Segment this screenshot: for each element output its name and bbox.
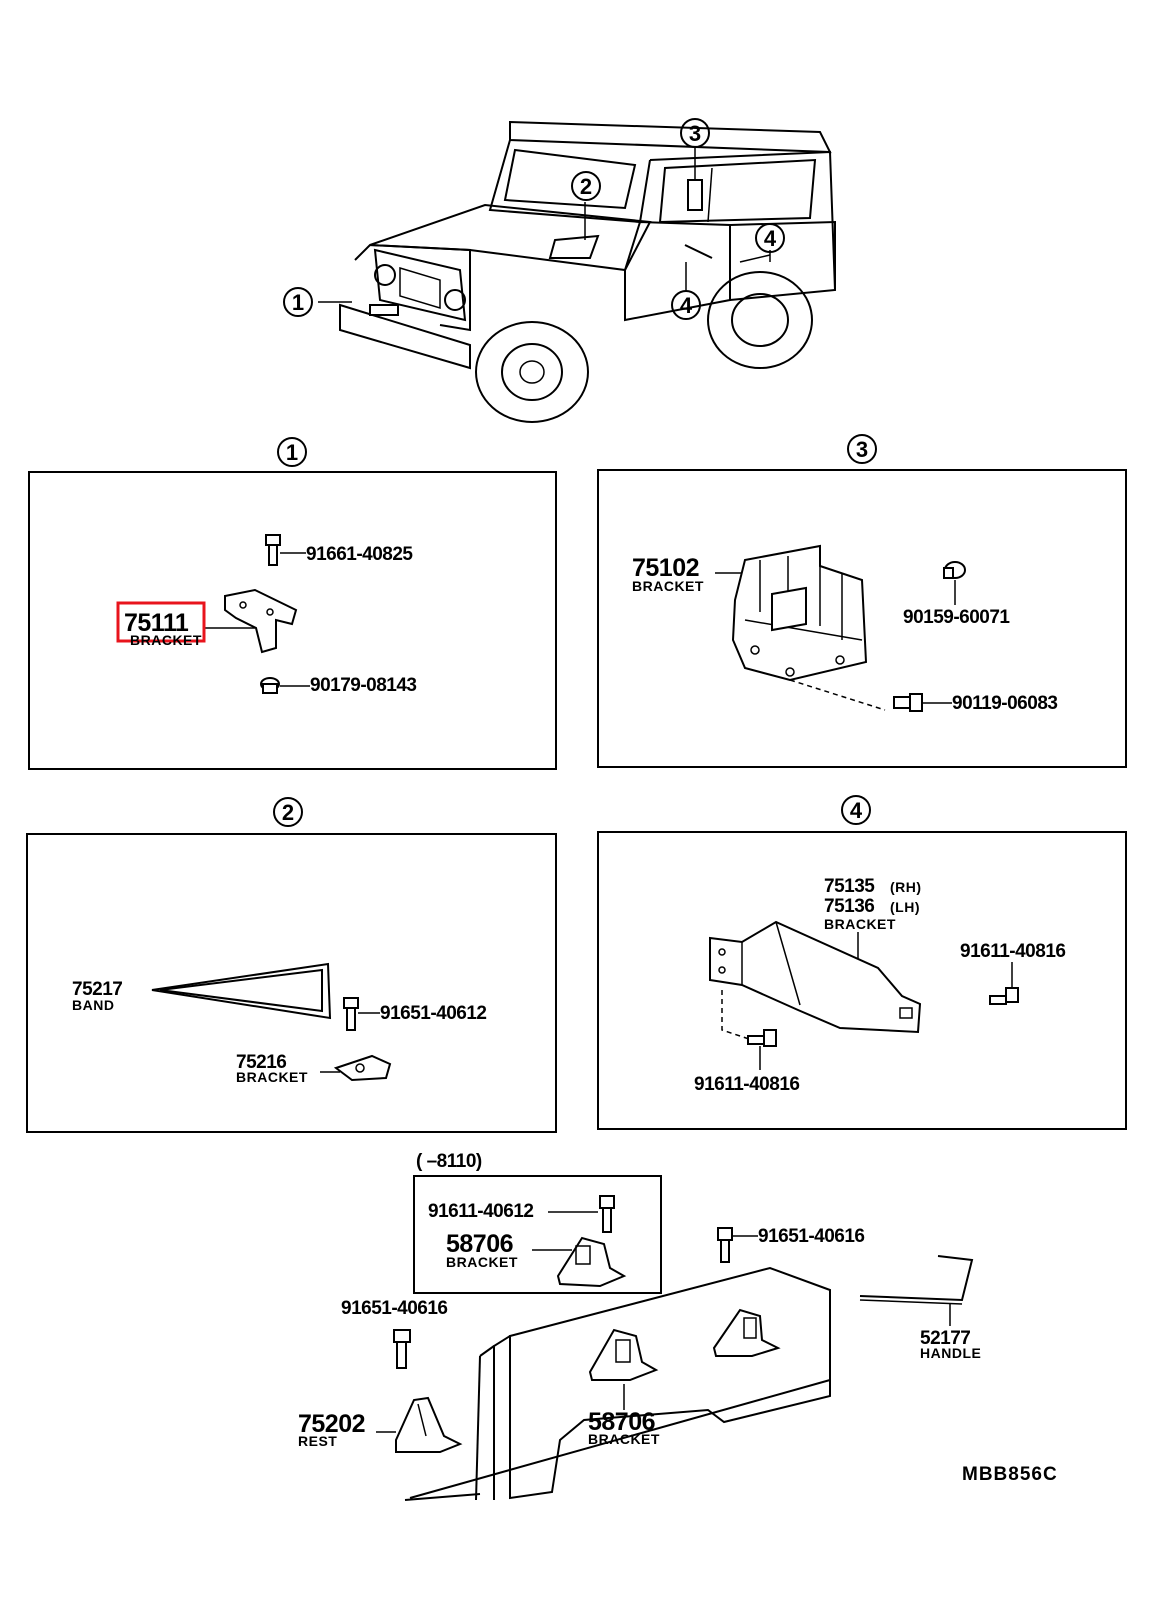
bolt-icon [989, 987, 1019, 1005]
rest-label: REST [298, 1433, 337, 1449]
bracket-part: 58706 [588, 1408, 655, 1436]
handle-part: 52177 [920, 1328, 970, 1349]
panel-4-bolt-part-bottom: 91611-40816 [694, 1074, 799, 1095]
panel-4: 4 75135 (RH) 75136 (LH) BRACKET 91611-40… [597, 795, 1127, 1130]
inset-bracket-label: BRACKET [446, 1254, 518, 1270]
bracket-assembly-icon [731, 544, 868, 682]
panel-1-bolt-part: 91661-40825 [306, 544, 413, 565]
panel-3: 3 75102 BRACKET 90159-60071 90119-06083 [597, 434, 1127, 768]
vehicle-callout-3-label: 3 [689, 121, 701, 146]
inset-bracket-part: 58706 [446, 1230, 513, 1258]
panel-4-rh-label: (RH) [890, 879, 922, 895]
panel-4-bracket-part-lh: 75136 [824, 896, 874, 917]
bolt-icon [393, 1329, 411, 1369]
nut-icon [943, 561, 966, 579]
panel-1-bracket-label: BRACKET [130, 632, 202, 648]
panel-4-frame [597, 831, 1127, 1130]
inset-frame [413, 1175, 662, 1294]
panel-4-lh-label: (LH) [890, 899, 920, 915]
vehicle-callout-4-door [671, 290, 701, 320]
panel-3-bracket-part: 75102 [632, 554, 699, 582]
panel-1: 1 91661-40825 75111 BRACKET 90179-08143 [28, 437, 557, 770]
bolt-icon [893, 693, 923, 712]
vehicle-illustration: 1 2 3 4 4 [283, 118, 837, 423]
bracket-icon [333, 1054, 392, 1082]
bracket-icon [556, 1236, 627, 1288]
tailgate-icon [404, 1266, 831, 1501]
panel-4-bracket-label: BRACKET [824, 916, 896, 932]
bracket-icon [224, 588, 298, 654]
panel-4-bracket-part-rh: 75135 [824, 876, 875, 897]
highlight-box [116, 601, 206, 643]
bolt-icon [747, 1029, 777, 1047]
bolt-part-left: 91651-40616 [341, 1298, 448, 1319]
panel-3-callout-label: 3 [856, 437, 868, 462]
panel-1-frame [28, 471, 557, 770]
nut-icon [260, 677, 280, 694]
panel-4-bolt-part-right: 91611-40816 [960, 941, 1065, 962]
panel-2-callout-label: 2 [282, 800, 294, 825]
panel-2-band-label: BAND [72, 997, 114, 1013]
vehicle-callout-4-rear [755, 223, 785, 253]
bracket-icon [588, 1328, 659, 1381]
bolt-icon [343, 997, 359, 1031]
panel-4-callout-label: 4 [850, 798, 863, 823]
panel-3-nut-part: 90159-60071 [903, 607, 1010, 628]
band-icon [151, 962, 332, 1020]
bolt-icon [265, 534, 281, 566]
bolt-icon [717, 1227, 733, 1263]
bracket-icon [709, 920, 922, 1034]
diagram-code: MBB856C [962, 1464, 1058, 1485]
handle-label: HANDLE [920, 1345, 981, 1361]
panel-2-frame [26, 833, 557, 1133]
vehicle-callout-2-label: 2 [580, 174, 592, 199]
panel-3-bolt-part: 90119-06083 [952, 693, 1057, 714]
panel-2-bracket-label: BRACKET [236, 1069, 308, 1085]
panel-1-callout-label: 1 [286, 440, 298, 465]
panel-3-frame [597, 469, 1127, 768]
inset-bolt-part: 91611-40612 [428, 1201, 533, 1222]
vehicle-callout-3 [680, 118, 710, 148]
bolt-icon [599, 1195, 615, 1233]
date-range: ( –8110) [416, 1151, 482, 1172]
rest-icon [395, 1396, 463, 1453]
panel-2: 2 75217 BAND 91651-40612 75216 BRACKET [26, 797, 557, 1133]
bracket-label: BRACKET [588, 1431, 660, 1447]
vehicle-callout-2 [571, 171, 601, 201]
panel-1-bracket-part: 75111 [124, 609, 189, 637]
panel-2-callout [273, 797, 303, 827]
tailgate-section: ( –8110) 91611-40612 58706 BRACKET [298, 1151, 1058, 1501]
panel-4-callout [841, 795, 871, 825]
rest-part: 75202 [298, 1410, 365, 1438]
panel-2-bolt-part: 91651-40612 [380, 1003, 487, 1024]
vehicle-callout-1 [283, 287, 313, 317]
vehicle-callout-4a-label: 4 [680, 293, 693, 318]
panel-2-band-part: 75217 [72, 979, 122, 1000]
bolt-part-right: 91651-40616 [758, 1226, 865, 1247]
panel-1-callout [277, 437, 307, 467]
panel-2-bracket-part: 75216 [236, 1052, 286, 1073]
bracket-icon [712, 1308, 781, 1357]
vehicle-callout-4b-label: 4 [764, 226, 777, 251]
panel-1-nut-part: 90179-08143 [310, 675, 417, 696]
panel-3-bracket-label: BRACKET [632, 578, 704, 594]
panel-3-callout [847, 434, 877, 464]
handle-icon [859, 1255, 974, 1305]
vehicle-callout-1-label: 1 [292, 290, 304, 315]
